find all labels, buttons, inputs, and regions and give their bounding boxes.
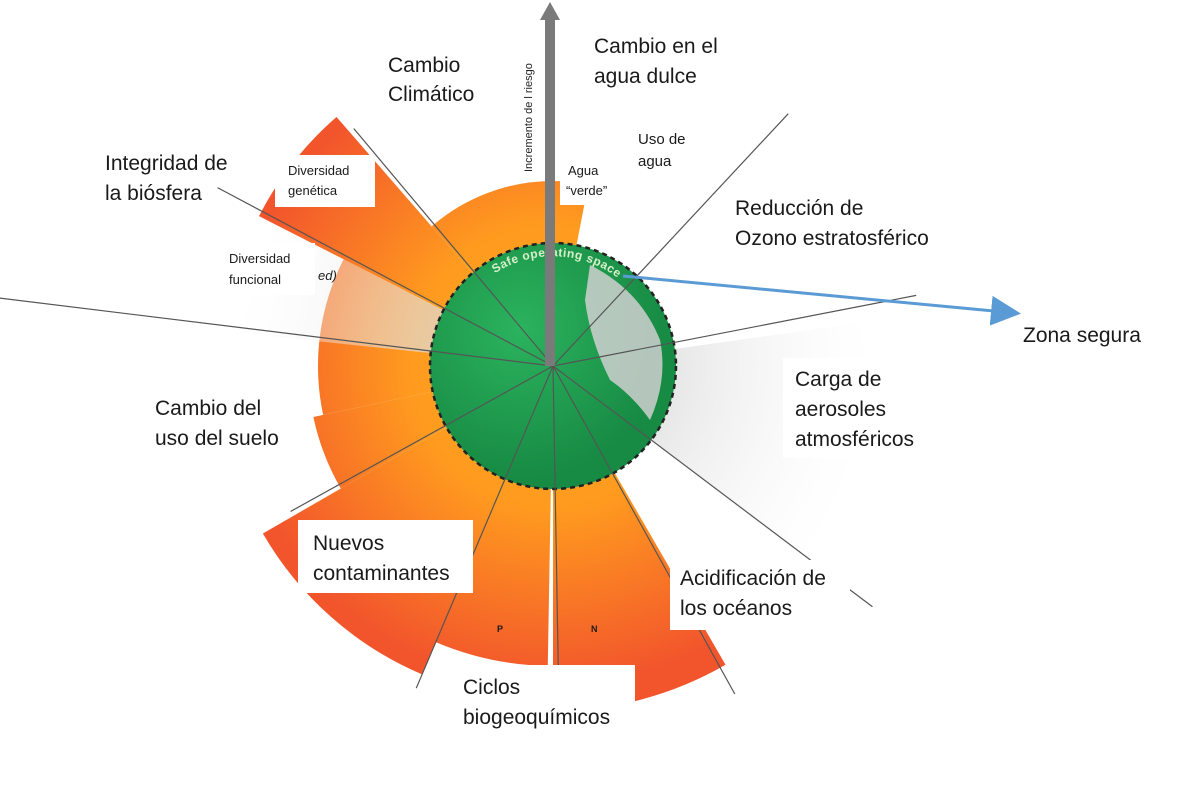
climate-label: Cambio Climático	[388, 54, 474, 106]
green-water-label-box	[560, 155, 620, 205]
spoke-land-use-upper	[0, 297, 554, 367]
spoke-acid	[552, 365, 736, 695]
water-use-label-box	[632, 118, 712, 178]
genetic-label-box	[275, 155, 375, 207]
acid-label-box	[670, 560, 850, 630]
spoke-biogeo-right	[552, 365, 559, 666]
risk-axis-label: Incremento de l riesgo	[523, 63, 535, 172]
genetic-label: Diversidad genética	[288, 163, 353, 198]
biogeo-label-box	[450, 665, 635, 735]
spoke-novel	[290, 365, 554, 512]
earth-continent-shadow	[585, 265, 663, 420]
freshwater-label: Cambio en el agua dulce	[594, 35, 724, 88]
novel-label: Nuevos contaminantes	[313, 532, 450, 585]
aerosols-label: Carga de aerosoles atmosféricos	[795, 368, 914, 451]
functional-fragment-label: ed)	[318, 268, 337, 283]
safe-zone-label: Zona segura	[1023, 324, 1141, 347]
spoke-biosphere	[353, 128, 554, 367]
aerosols-label-box	[783, 358, 923, 458]
functional-label: Diversidad funcional	[229, 251, 294, 287]
biogeo-label: Ciclos biogeoquímicos	[463, 676, 610, 729]
water-use-label: Uso de agua	[638, 131, 690, 170]
spoke-ozone	[552, 294, 917, 367]
phosphorus-label: P	[497, 624, 503, 634]
nitrogen-label: N	[591, 624, 598, 634]
spoke-biosphere-functional	[217, 187, 554, 367]
spoke-freshwater	[552, 113, 789, 367]
ozone-label: Reducción de Ozono estratosférico	[735, 197, 929, 250]
biosphere-label: Integridad de la biósfera	[105, 152, 233, 205]
green-water-label: Agua “verde”	[566, 163, 607, 198]
land-use-label: Cambio del uso del suelo	[155, 397, 279, 450]
spoke-biogeo-left	[415, 365, 554, 689]
novel-label-box	[298, 520, 473, 593]
functional-label-box	[215, 243, 315, 295]
safe-zone-arrow-icon	[622, 274, 1021, 326]
risk-arrow-icon	[540, 2, 560, 366]
acid-label: Acidificación de los océanos	[680, 567, 832, 620]
sector-divider-lines	[0, 113, 917, 695]
